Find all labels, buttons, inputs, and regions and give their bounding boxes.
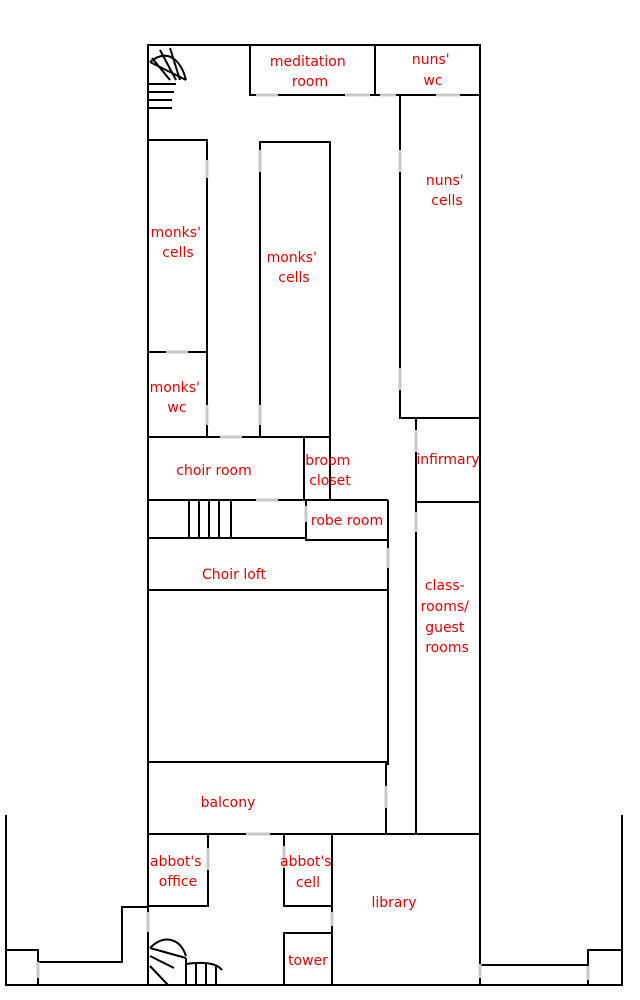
- infirmary-label: infirmary: [416, 452, 479, 468]
- abbots-office-label: abbot's office: [150, 854, 206, 890]
- abbots-office-wall: [148, 834, 209, 907]
- west-wing-outer-wall: [5, 815, 148, 986]
- straight-stairs: [188, 500, 232, 538]
- library-label: library: [371, 895, 416, 911]
- doorways: [36, 93, 590, 980]
- meditation-room-label: meditation room: [270, 54, 350, 90]
- monks-cells-center-label: monks' cells: [267, 250, 322, 286]
- abbots-cell-wall: [283, 834, 332, 907]
- outer-wall: [147, 44, 481, 986]
- meditation-room-wall: [249, 45, 376, 96]
- tower-wall: [283, 932, 332, 985]
- classrooms-label: class- rooms/ guest rooms: [421, 578, 474, 656]
- monks-wc-label: monks' wc: [150, 380, 205, 416]
- west-wing-tower: [6, 949, 39, 985]
- choir-room-label: choir room: [176, 463, 251, 479]
- balcony-label: balcony: [201, 795, 256, 811]
- nuns-cells-label: nuns' cells: [426, 173, 468, 209]
- monks-cells-center-wall: [259, 141, 331, 438]
- abbots-cell-label: abbot's cell: [280, 854, 336, 891]
- east-wing-outer-wall: [480, 815, 623, 986]
- east-wing-tower: [587, 949, 622, 985]
- choir-loft-label: Choir loft: [202, 567, 266, 583]
- broom-closet-label: broom closet: [305, 453, 355, 489]
- monks-cells-left-label: monks' cells: [151, 225, 206, 261]
- tower-label: tower: [288, 953, 328, 969]
- nuns-cells-wall: [399, 95, 480, 419]
- spiral-stair-bottom: [149, 938, 223, 986]
- room-labels: meditation room nuns' wc nuns' cells mon…: [150, 52, 480, 969]
- stairs: [148, 47, 232, 986]
- monks-cells-left-wall: [148, 139, 208, 437]
- nuns-wc-label: nuns' wc: [412, 52, 454, 89]
- spiral-stair-top: [148, 47, 187, 109]
- west-wing-inner-wall: [38, 906, 148, 963]
- robe-room-label: robe room: [311, 513, 383, 529]
